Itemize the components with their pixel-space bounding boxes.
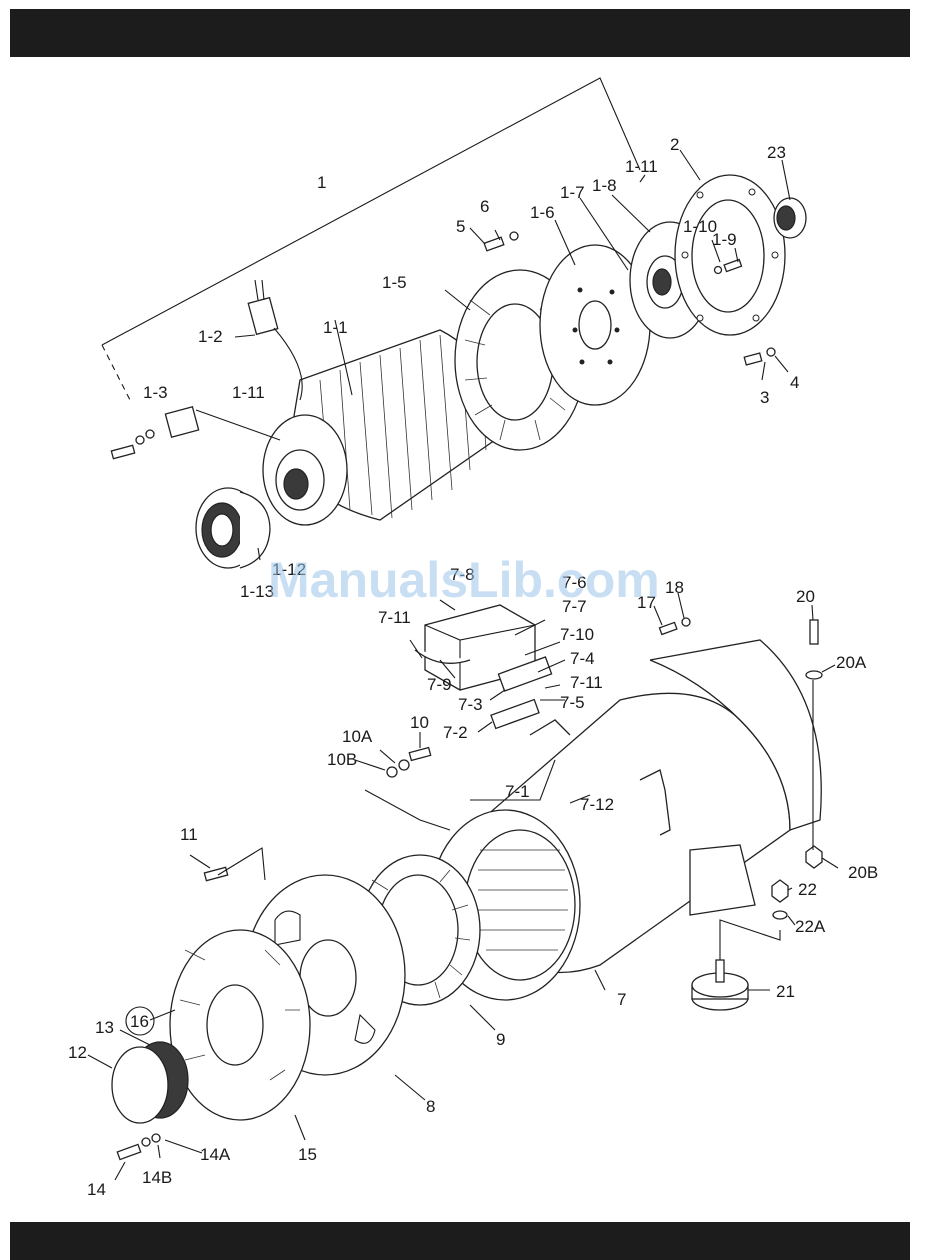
- callout-7-9: 7-9: [427, 675, 452, 694]
- callout-14A: 14A: [200, 1145, 231, 1164]
- callout-11: 11: [180, 825, 198, 844]
- callout-14: 14: [87, 1180, 106, 1199]
- stator-housing: [430, 640, 821, 1000]
- callout-7-5: 7-5: [560, 693, 585, 712]
- callout-5: 5: [456, 217, 465, 236]
- callout-9: 9: [496, 1030, 505, 1049]
- callout-20A: 20A: [836, 653, 867, 672]
- callout-3: 3: [760, 388, 769, 407]
- callout-10: 10: [410, 713, 429, 732]
- callout-1-10: 1-10: [683, 217, 717, 236]
- watermark-text: ManualsLib.com: [268, 552, 660, 608]
- vibration-mount: [692, 960, 748, 1010]
- terminal-box: [415, 605, 552, 728]
- callout-4: 4: [790, 373, 799, 392]
- callout-7: 7: [617, 990, 626, 1009]
- callout-1-2: 1-2: [198, 327, 223, 346]
- callout-7-4: 7-4: [570, 649, 595, 668]
- callout-21: 21: [776, 982, 795, 1001]
- callout-10B: 10B: [327, 750, 357, 769]
- callout-10A: 10A: [342, 727, 373, 746]
- callout-8: 8: [426, 1097, 435, 1116]
- callout-1: 1: [317, 173, 326, 192]
- callout-23: 23: [767, 143, 786, 162]
- callout-20: 20: [796, 587, 815, 606]
- end-flange: [675, 175, 785, 335]
- callout-2: 2: [670, 135, 679, 154]
- callout-1-7: 1-7: [560, 183, 585, 202]
- callout-15: 15: [298, 1145, 317, 1164]
- callout-1-11-rotor: 1-11: [232, 383, 265, 402]
- callout-7-1: 7-1: [505, 782, 530, 801]
- callout-1-5: 1-5: [382, 273, 407, 292]
- callout-7-2: 7-2: [443, 723, 468, 742]
- callout-7-10: 7-10: [560, 625, 594, 644]
- callout-1-11-top: 1-11: [625, 157, 658, 176]
- callout-22: 22: [798, 880, 817, 899]
- callout-16: 16: [130, 1012, 149, 1031]
- callout-7-3: 7-3: [458, 695, 483, 714]
- inspection-cap: [112, 1042, 188, 1123]
- callout-7-11-right: 7-11: [570, 673, 603, 692]
- callout-14B: 14B: [142, 1168, 172, 1187]
- callout-22A: 22A: [795, 917, 826, 936]
- callout-18: 18: [665, 578, 684, 597]
- callout-7-11-left: 7-11: [378, 608, 411, 627]
- callout-20B: 20B: [848, 863, 878, 882]
- callout-1-1: 1-1: [323, 318, 348, 337]
- callout-1-8: 1-8: [592, 176, 617, 195]
- callout-7-12: 7-12: [580, 795, 614, 814]
- callout-6: 6: [480, 197, 489, 216]
- cover-plate: [170, 930, 310, 1120]
- callout-1-3: 1-3: [143, 383, 168, 402]
- callout-1-6: 1-6: [530, 203, 555, 222]
- rear-bearing: [774, 198, 806, 238]
- callout-12: 12: [68, 1043, 87, 1062]
- callout-13: 13: [95, 1018, 114, 1037]
